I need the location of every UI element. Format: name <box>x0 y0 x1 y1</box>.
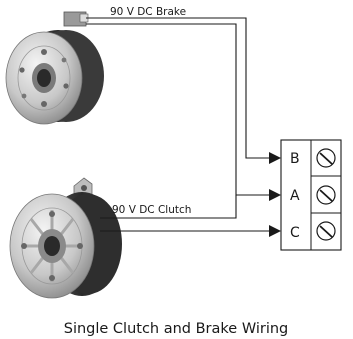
screw-icon <box>316 148 336 168</box>
clutch-wire-label: 90 V DC Clutch <box>112 204 191 216</box>
diagram-caption: Single Clutch and Brake Wiring <box>64 321 289 337</box>
clutch-unit-image <box>9 177 122 299</box>
brake-wire-to-b <box>86 17 272 159</box>
arrow-to-b <box>269 152 281 164</box>
terminal-label-a: A <box>290 188 300 204</box>
clutch-wire-to-a <box>100 195 237 219</box>
brake-unit-image <box>5 11 104 125</box>
screw-icon <box>316 221 336 241</box>
terminal-block: B A C <box>280 139 342 251</box>
screw-icon <box>316 185 336 205</box>
brake-wire-label: 90 V DC Brake <box>110 6 186 18</box>
brake-wire-to-a <box>86 23 272 196</box>
terminal-label-c: C <box>290 225 300 241</box>
arrow-to-c <box>269 225 281 237</box>
wires <box>86 17 281 237</box>
arrow-to-a <box>269 189 281 201</box>
terminal-label-b: B <box>290 151 300 167</box>
